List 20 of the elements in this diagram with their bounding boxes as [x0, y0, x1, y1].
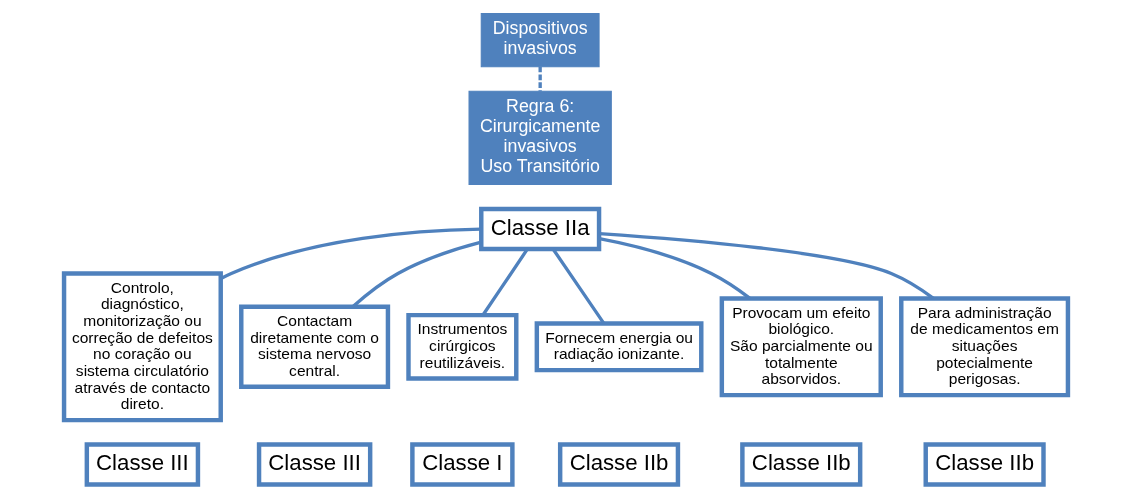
- node-box: Classe III: [256, 441, 372, 487]
- connector: [219, 226, 481, 280]
- node-box: Dispositivos invasivos: [480, 12, 600, 67]
- node-box: Contactam diretamente com o sistema nervoso central.: [238, 304, 390, 389]
- node-box: Provocam um efeito biológico. São parcialmente ou totalmente absorvidos.: [719, 295, 883, 397]
- node-box: Regra 6: Cirurgicamente invasivos Uso Transitório: [468, 90, 612, 185]
- node-box: Classe IIa: [478, 206, 601, 251]
- connector: [351, 240, 482, 308]
- node-box: Classe III: [84, 441, 200, 487]
- node-box: Controlo, diagnóstico, monitorização ou correção de defeitos no coração ou sistema circulatório através de contacto direto.: [61, 270, 223, 422]
- node-box: Classe IIb: [557, 441, 680, 487]
- connector: [598, 231, 934, 300]
- node-box: Instrumentos cirúrgicos reutilizáveis.: [405, 312, 518, 381]
- node-box: Classe IIb: [923, 441, 1046, 487]
- node-box: Para administração de medicamentos em situações potecialmente perigosas.: [898, 295, 1070, 397]
- node-box: Classe IIb: [739, 441, 862, 487]
- node-box: Fornecem energia ou radiação ionizante.: [534, 320, 703, 372]
- connector: [598, 236, 751, 299]
- connector: [538, 66, 542, 91]
- node-box: Classe I: [409, 441, 515, 487]
